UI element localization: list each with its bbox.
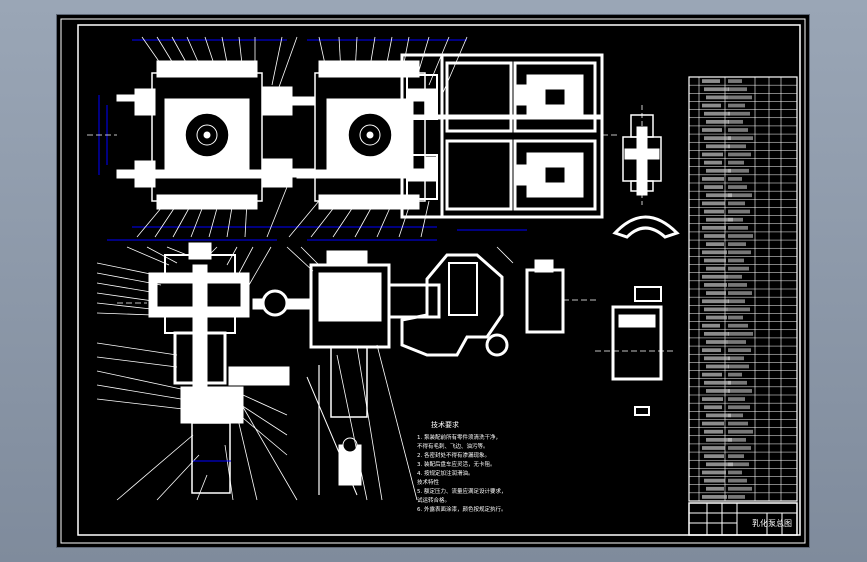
- note-line: 试运转合格。: [417, 496, 450, 504]
- note-line: 不得有毛刺、飞边、油污等。: [417, 442, 489, 450]
- outer-border: [60, 18, 806, 544]
- note-line: 技术特性: [417, 478, 440, 486]
- notes-heading: 技术要求: [431, 420, 459, 429]
- elevation-leaders: [96, 246, 597, 501]
- title-block: 乳化泵总图: [688, 502, 798, 536]
- note-line: 6. 外露表面涂漆，颜色按规定执行。: [417, 505, 507, 513]
- engineering-drawing: 乳化泵总图 技术要求 1. 泵装配前所有零件须清洗干净， 不得有毛刺、飞边、油污…: [60, 18, 806, 544]
- elevation-dimensions: [107, 239, 437, 462]
- drawing-sheet: 乳化泵总图 技术要求 1. 泵装配前所有零件须清洗干净， 不得有毛刺、飞边、油污…: [57, 15, 809, 547]
- note-line: 4. 按规定加注润滑油。: [417, 469, 474, 477]
- technical-notes: 技术要求 1. 泵装配前所有零件须清洗干净， 不得有毛刺、飞边、油污等。2. 各…: [417, 420, 507, 513]
- note-line: 2. 各密封处不得有渗漏现象。: [417, 451, 490, 459]
- note-line: 1. 泵装配前所有零件须清洗干净，: [417, 433, 501, 441]
- plan-view: [116, 53, 604, 219]
- elevation-view: [148, 242, 565, 496]
- title-block-name: 乳化泵总图: [752, 518, 792, 528]
- note-line: 3. 装配后盘车应灵活，无卡阻。: [417, 460, 496, 468]
- note-line: 5. 额定压力、流量应满足设计要求，: [417, 487, 507, 495]
- parts-list-table: [688, 76, 798, 502]
- inner-border: [77, 24, 801, 536]
- plan-leaders: [87, 36, 617, 238]
- detail-views: [595, 105, 680, 416]
- plan-dimensions: [98, 39, 527, 231]
